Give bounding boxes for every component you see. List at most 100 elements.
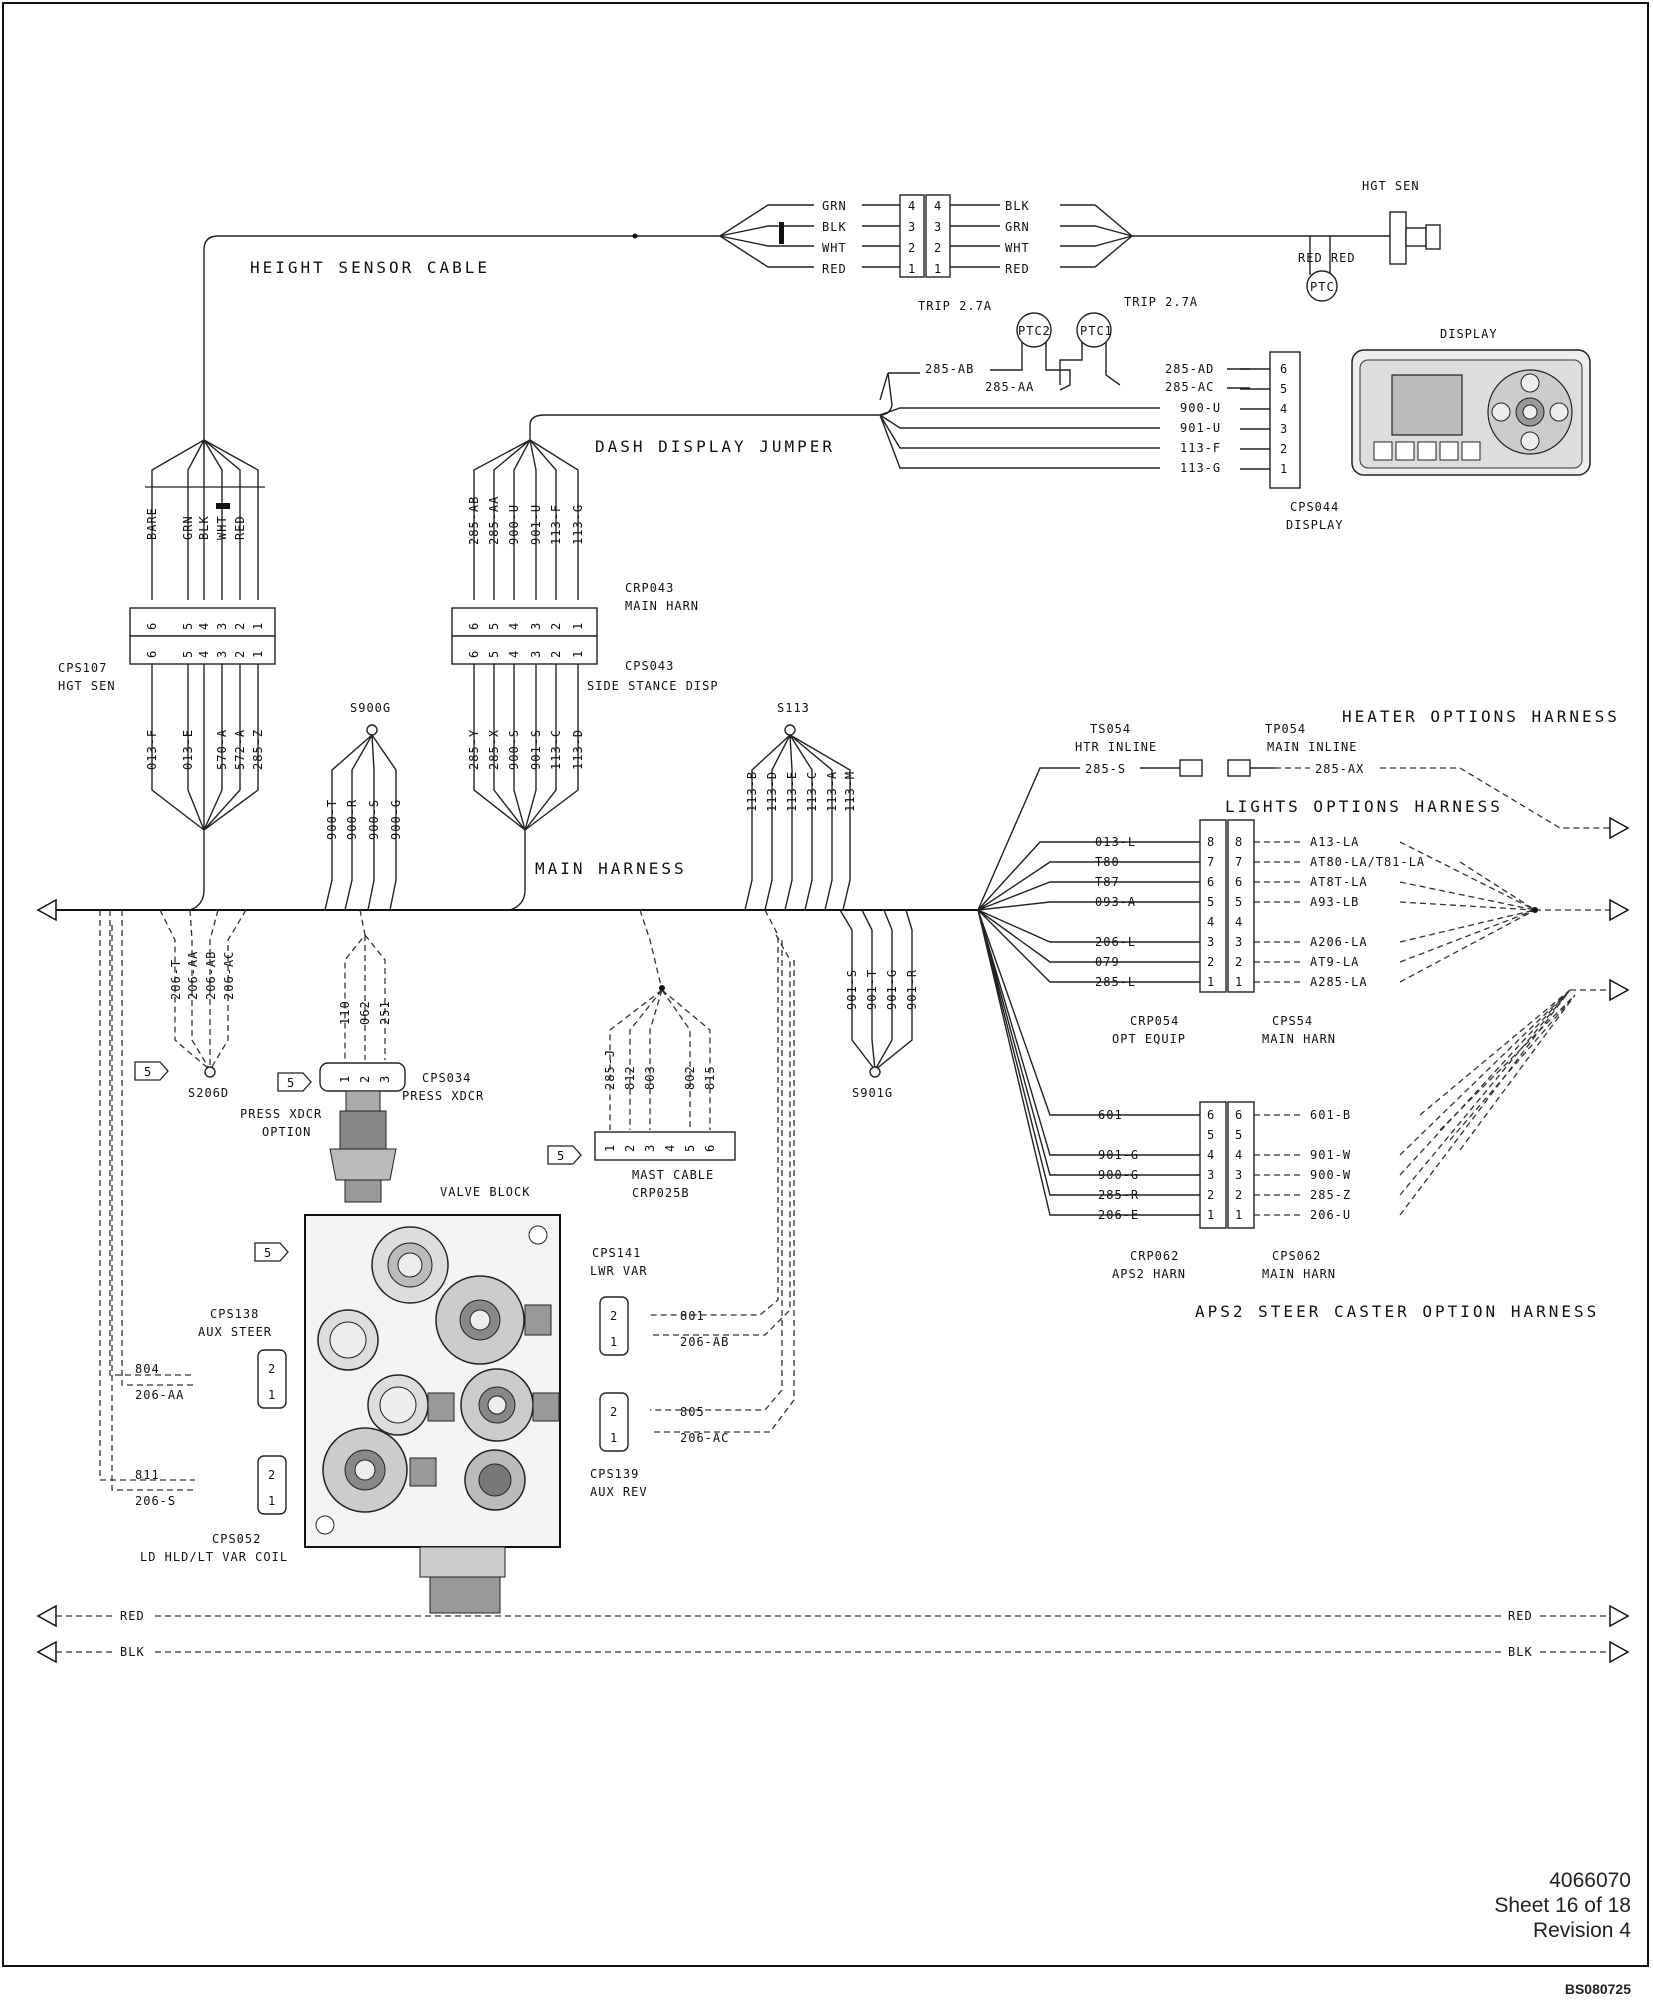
crp062-sub-label: APS2 HARN [1112,1267,1186,1281]
cps044-pin: 6 [1280,362,1288,376]
lights-left-wire: T87 [1095,875,1120,889]
mast-wire: 802 [683,1065,697,1090]
cps138-pin: 2 [268,1362,276,1376]
jumper-wire: 901-U [1180,421,1221,435]
sheet-number: Sheet 16 of 18 [1494,1894,1631,1917]
aps2-right-wire: 901-W [1310,1148,1351,1162]
crp025b-label: CRP025B [632,1186,690,1200]
hs-right-wire: GRN [1005,220,1030,234]
arrow-left-icon [36,898,57,922]
cps107-pin-top: 6 [145,622,159,630]
cps54-label: CPS54 [1272,1014,1313,1028]
red-left-label: RED [120,1609,145,1623]
ref-5-label: 5 [144,1065,152,1079]
lights-right-wire: A93-LB [1310,895,1359,909]
cps043-pin-top: 3 [529,622,543,630]
cps043-top-wire: 113-G [571,504,585,545]
cps107-pin-bottom: 5 [181,650,195,658]
ref-5-label: 5 [287,1076,295,1090]
cps052-label: CPS052 [212,1532,261,1546]
press-xdcr-option-2: OPTION [262,1125,311,1139]
dash-display-jumper: TRIP 2.7A PTC2 PTC1 285-AB 285-AA 285-AD… [529,295,1591,532]
cps141-wire: 206-AB [680,1335,729,1349]
cps034-pin: 2 [358,1075,372,1083]
cps043-bottom-wire: 900-S [507,729,521,770]
aps2-right-wire: 900-W [1310,1168,1351,1182]
cps139-label: CPS139 [590,1467,639,1481]
cps043-pin-top: 1 [571,622,585,630]
cps043-pin-bottom: 6 [467,650,481,658]
cps044-sub-label: DISPLAY [1286,518,1344,532]
crp054-pin: 6 [1207,875,1215,889]
cps043-top-wire: 901-U [529,504,543,545]
hs-left-wire: WHT [822,241,847,255]
s206d-wire: 206-T [169,959,183,1000]
cps54-pin: 6 [1235,875,1243,889]
hs-left-wire: BLK [822,220,847,234]
cps107-bottom-wire: 572-A [233,729,247,770]
cps043-pin-bottom: 2 [549,650,563,658]
lights-left-wire: 093-A [1095,895,1136,909]
cps141-wire: 801 [680,1309,705,1323]
cps107-pin-bottom: 6 [145,650,159,658]
s900g-label: S900G [350,701,391,715]
cps54-pin: 4 [1235,915,1243,929]
cps034-label: CPS034 [422,1071,471,1085]
arrow-right-icon [1609,816,1630,840]
lights-right-wire: A206-LA [1310,935,1368,949]
lights-left-wire: 079 [1095,955,1120,969]
mast-wire: 812 [623,1065,637,1090]
s901g-label: S901G [852,1086,893,1100]
s901g-wire: 901-T [865,969,879,1010]
cps141-pin: 1 [610,1335,618,1349]
valve-block-icon: VALVE BLOCK [304,1185,561,1614]
mast-pin: 2 [623,1144,637,1152]
hs-right-wire: BLK [1005,199,1030,213]
jumper-wire: 113-G [1180,461,1221,475]
cps043-bottom-wire: 113-D [571,729,585,770]
cps141-pin: 2 [610,1309,618,1323]
cps062-pin: 1 [1235,1208,1243,1222]
cps141-sub-label: LWR VAR [590,1264,648,1278]
cps107-label: CPS107 [58,661,107,675]
press-xdcr-option-1: PRESS XDCR [240,1107,322,1121]
crp054-label: CRP054 [1130,1014,1179,1028]
cps107-pin-top: 2 [233,622,247,630]
cps062-label: CPS062 [1272,1249,1321,1263]
doc-number: 4066070 [1549,1869,1631,1892]
lights-left-wire: 013-L [1095,835,1136,849]
s901g-wire: 901-G [885,969,899,1010]
cps043-bottom-wire: 285-X [487,729,501,770]
cps043-pin-bottom: 4 [507,650,521,658]
heater-left-wire: 285-S [1085,762,1126,776]
aps2-right-wire: 601-B [1310,1108,1351,1122]
cps034-wire: 062 [358,1000,372,1025]
lights-left-wire: 206-L [1095,935,1136,949]
ref-5-label: 5 [557,1149,565,1163]
s113-wire: 113-B [745,771,759,812]
crp062-pin: 3 [1207,1168,1215,1182]
ts054-connector-icon [1179,759,1203,777]
cps044-pin: 5 [1280,382,1288,396]
option-harnesses: TS054 HTR INLINE TP054 MAIN INLINE 285-S… [977,707,1630,1321]
cps107-pin-bottom: 2 [233,650,247,658]
aps2-right-wire: 206-U [1310,1208,1351,1222]
cps107-top-wire: RED [233,515,247,540]
crp043-label: CRP043 [625,581,674,595]
cps043-top-wire: 113-F [549,504,563,545]
mast-wire: 815 [703,1065,717,1090]
blk-left-label: BLK [120,1645,145,1659]
cps043-bottom-wire: 901-S [529,729,543,770]
mast-cable-label: MAST CABLE [632,1168,714,1182]
crp054-pin: 1 [1207,975,1215,989]
lights-right-wire: AT80-LA/T81-LA [1310,855,1425,869]
crp054-pin: 7 [1207,855,1215,869]
cps54-pin: 3 [1235,935,1243,949]
cps034-pin: 1 [338,1075,352,1083]
cps034-wire: 251 [378,1000,392,1025]
cps107-pin-bottom: 4 [197,650,211,658]
